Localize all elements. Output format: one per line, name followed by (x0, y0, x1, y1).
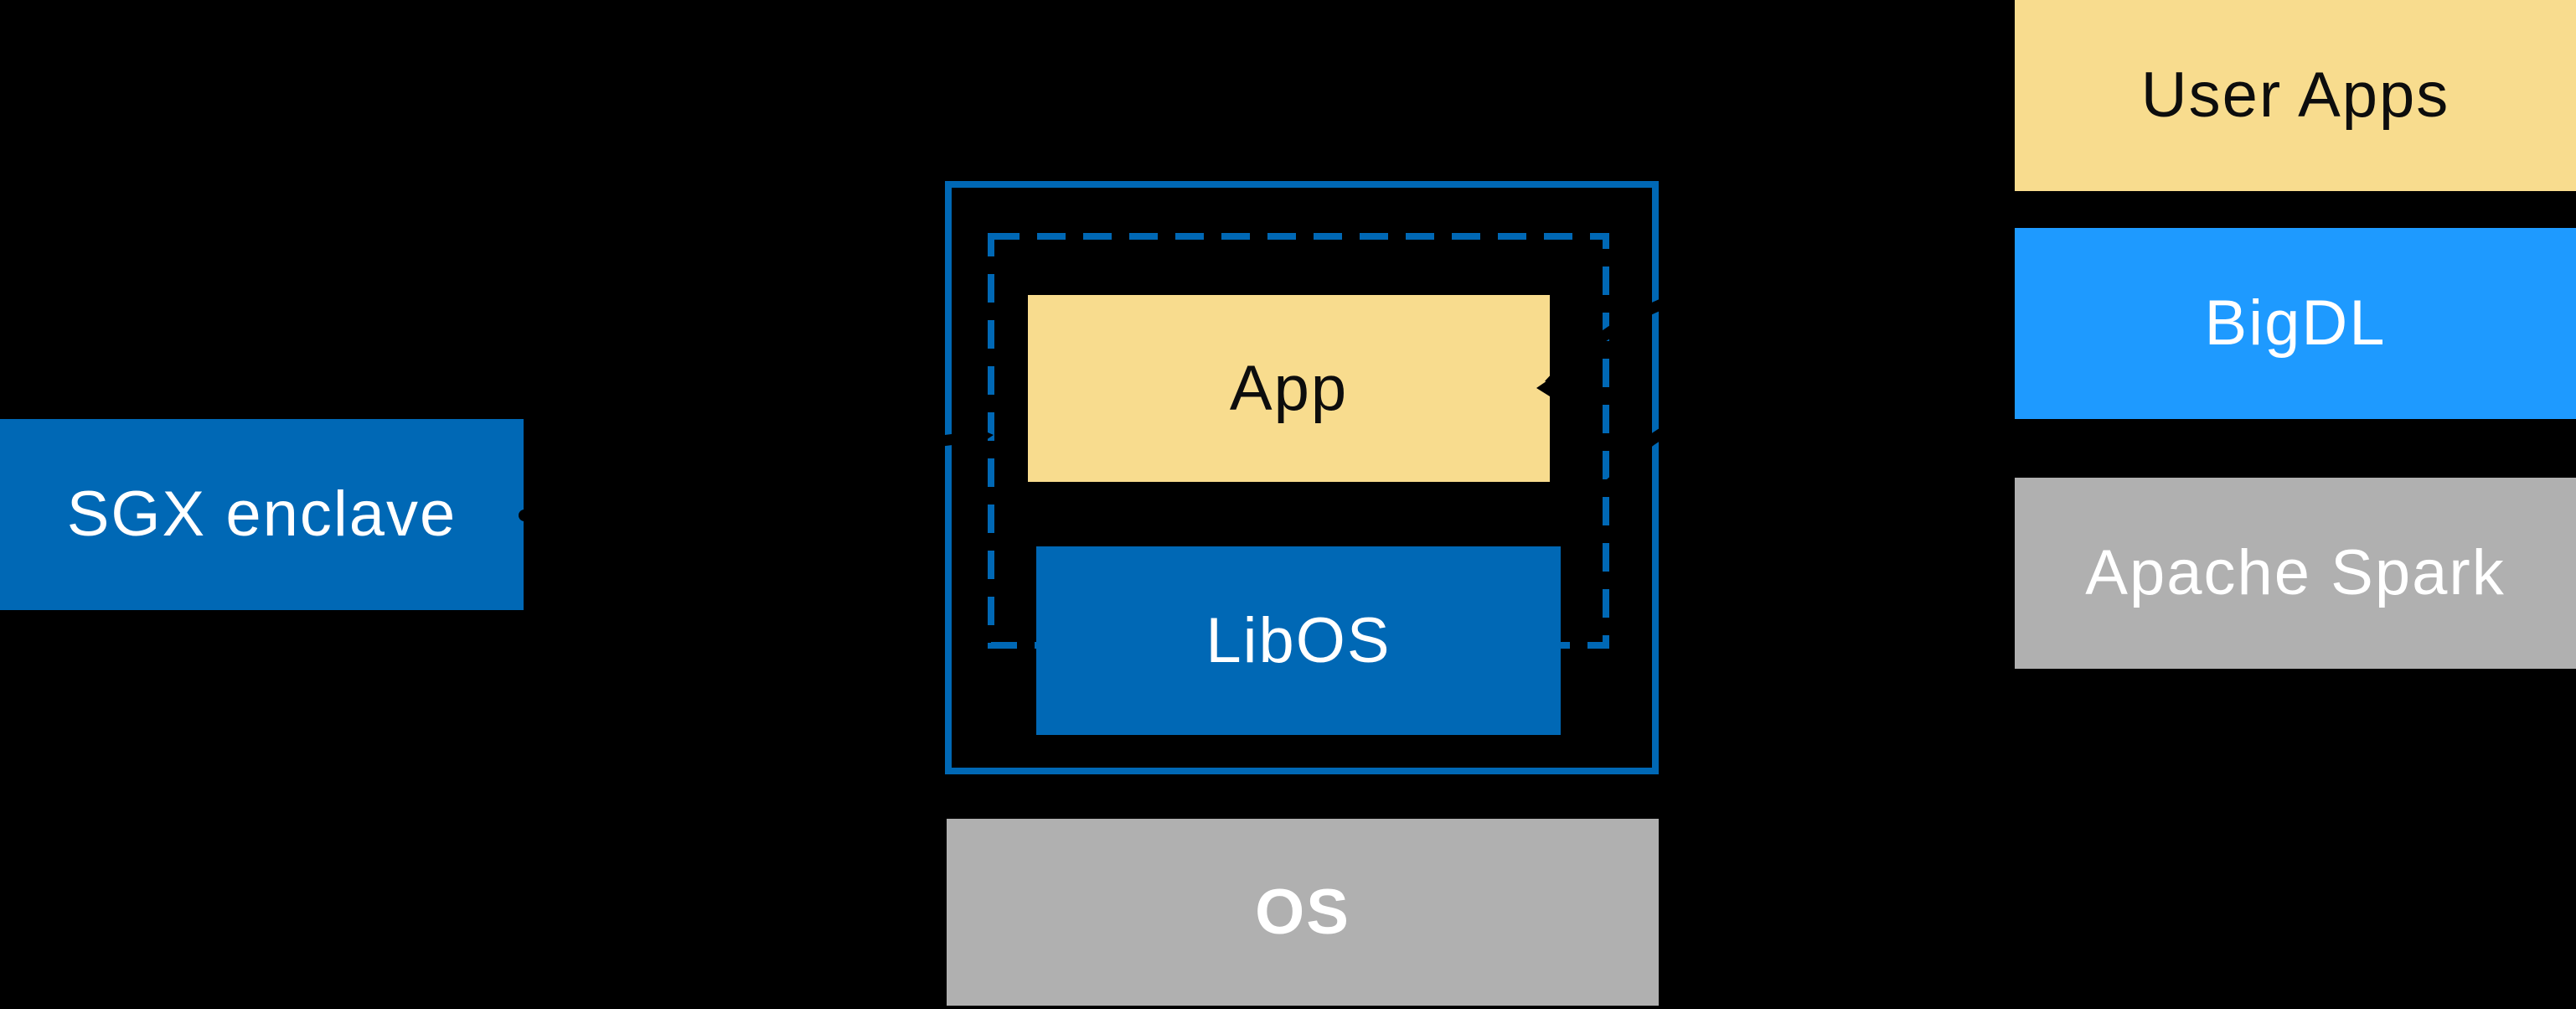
sgx-arrow-line (523, 431, 978, 521)
sgx-enclave-box: SGX enclave (0, 419, 524, 610)
os-box: OS (947, 819, 1659, 1006)
apache-spark-label: Apache Spark (2085, 537, 2506, 608)
app-label: App (1229, 352, 1349, 424)
os-label: OS (1255, 876, 1350, 948)
sgx-to-enclave-arrow (519, 425, 994, 521)
libos-box: LibOS (1036, 546, 1561, 735)
bigdl-box: BigDL (2015, 228, 2576, 419)
bigdl-label: BigDL (2204, 287, 2387, 359)
spark-to-enclave-arrow (1607, 402, 2011, 545)
spark-arrow-line (1614, 402, 2011, 545)
app-box: App (1028, 295, 1550, 482)
user-apps-label: User Apps (2140, 60, 2450, 131)
apache-spark-box: Apache Spark (2015, 478, 2576, 669)
user-apps-box: User Apps (2015, 0, 2576, 191)
libos-label: LibOS (1205, 604, 1391, 676)
sgx-enclave-label: SGX enclave (66, 479, 457, 550)
